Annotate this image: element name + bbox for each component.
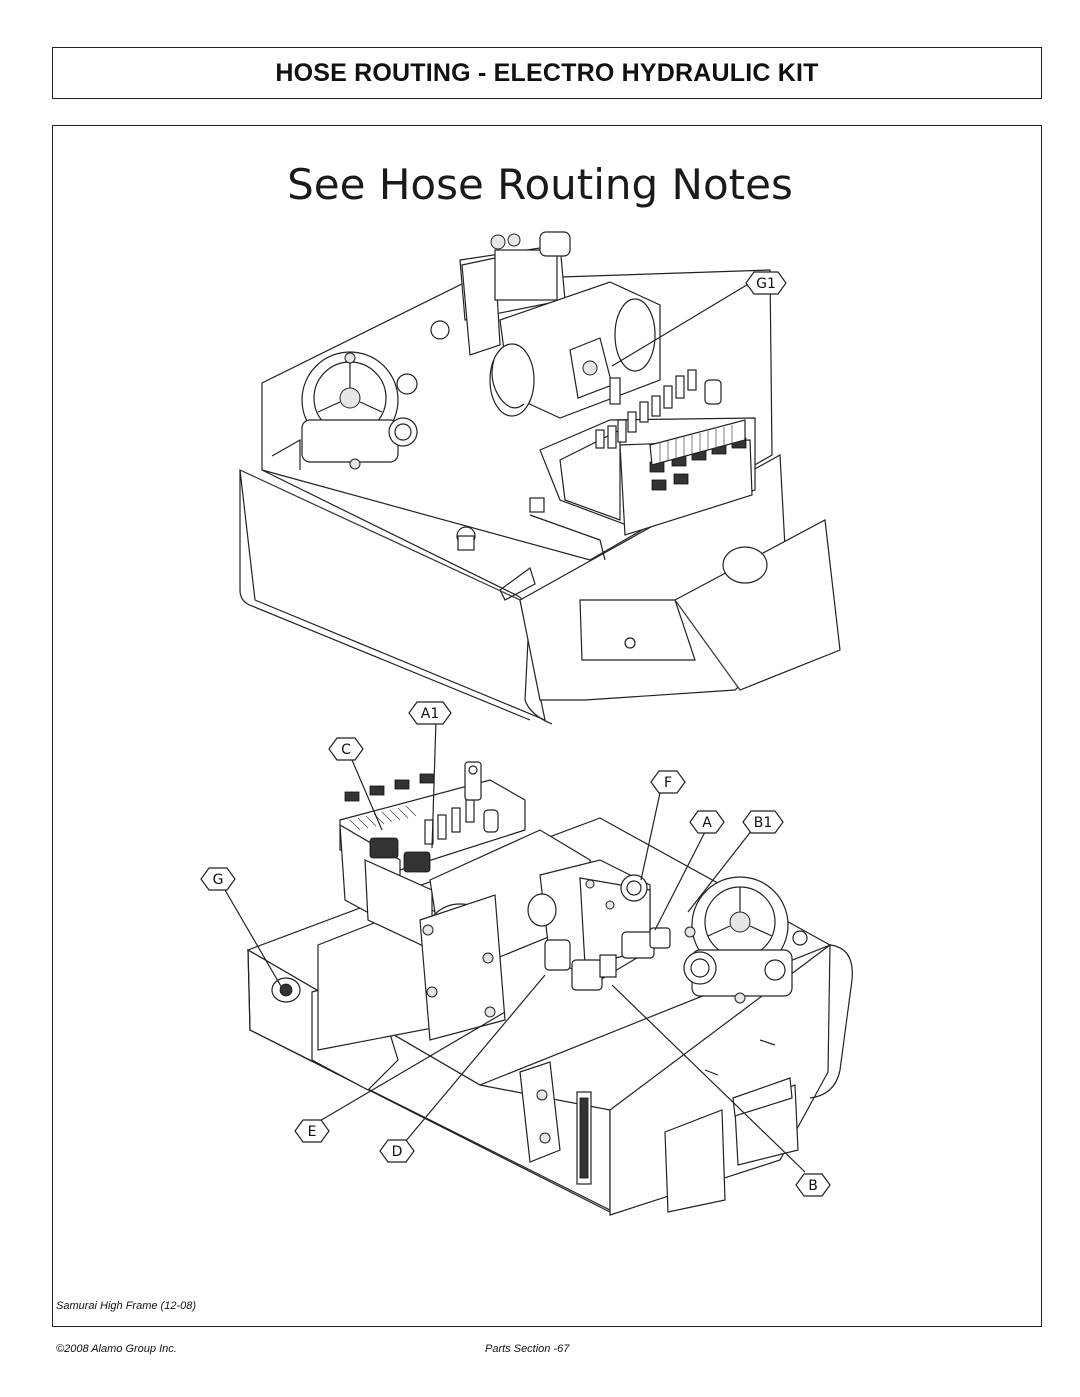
callout-c-label: C (341, 742, 351, 758)
callout-b1: B1 (687, 810, 784, 913)
drawing-subtitle: See Hose Routing Notes (287, 160, 793, 209)
callout-d: D (379, 974, 546, 1163)
drawing-frame (52, 125, 1042, 1327)
callout-f-label: F (664, 775, 672, 791)
callout-a1: A1 (408, 701, 452, 849)
footer-copyright: ©2008 Alamo Group Inc. (56, 1343, 177, 1355)
callout-g: G (200, 867, 283, 989)
callout-e-label: E (308, 1124, 317, 1140)
callout-e: E (294, 1011, 506, 1143)
callout-b: B (611, 984, 831, 1197)
callout-b-label: B (808, 1178, 818, 1194)
upper-pump (430, 231, 661, 419)
callout-d-label: D (392, 1144, 403, 1160)
callout-g-label: G (213, 872, 224, 888)
footer-section: Parts Section -67 (485, 1343, 570, 1355)
title-box: HOSE ROUTING - ELECTRO HYDRAULIC KIT (52, 47, 1042, 99)
callout-g1: G1 (611, 271, 787, 367)
callout-a: A (654, 810, 725, 931)
lower-valve-block (339, 761, 526, 951)
frame-model-note: Samurai High Frame (12-08) (56, 1300, 196, 1312)
upper-valve-block (529, 369, 756, 561)
lower-filter (683, 876, 808, 1004)
upper-filter (301, 351, 418, 470)
callout-f: F (640, 770, 686, 881)
callout-b1-label: B1 (754, 815, 773, 831)
lower-manifold (527, 859, 671, 991)
callout-c: C (328, 737, 383, 831)
callout-a1-label: A1 (421, 706, 439, 722)
callout-g1-label: G1 (756, 276, 776, 292)
hose-routing-diagram: G1 (200, 231, 853, 1216)
callout-a-label: A (702, 815, 712, 831)
lower-tank-assembly: A1 C F A B1 G E (200, 701, 853, 1216)
upper-tank-assembly: G1 (239, 231, 841, 725)
page-title: HOSE ROUTING - ELECTRO HYDRAULIC KIT (275, 58, 819, 87)
